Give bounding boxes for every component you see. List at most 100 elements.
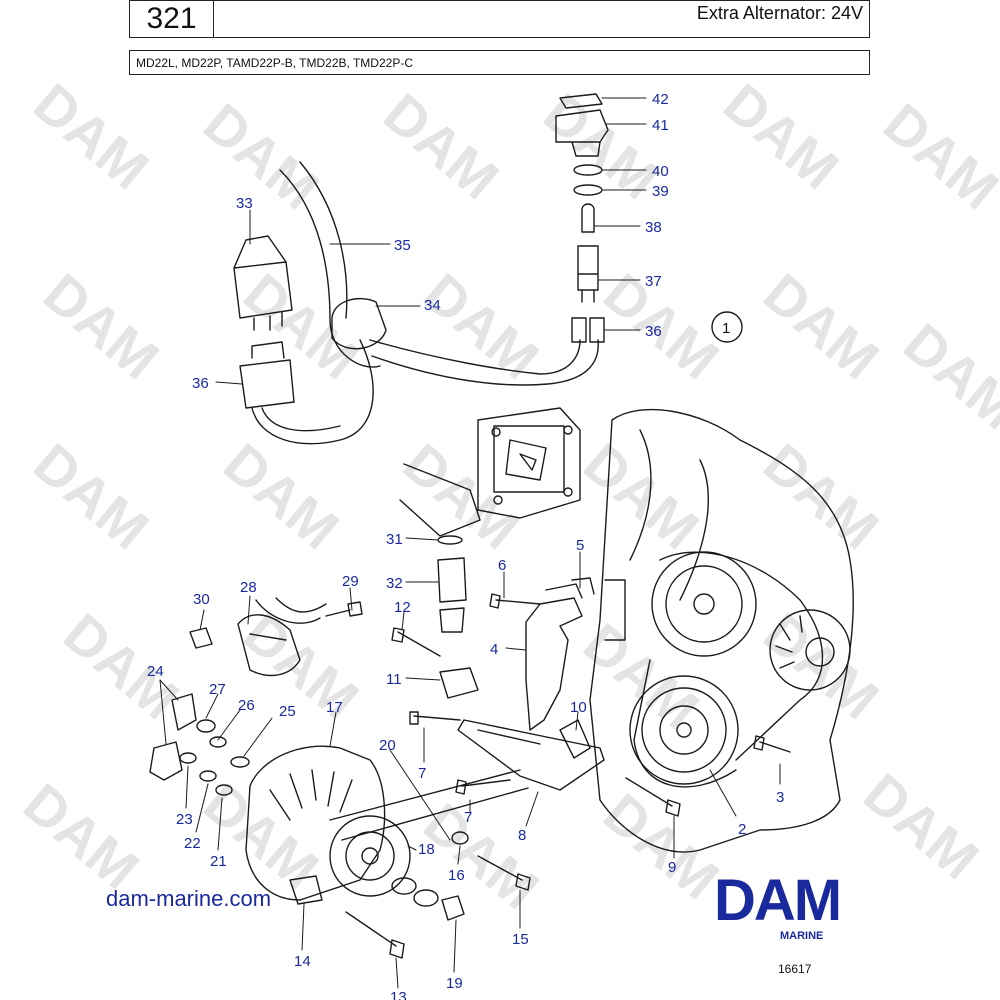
view-marker-label: 1 <box>722 320 730 337</box>
engine-models: MD22L, MD22P, TAMD22P-B, TMD22B, TMD22P-… <box>136 56 413 70</box>
callout-number: 31 <box>386 531 403 548</box>
callout-number: 25 <box>279 703 296 720</box>
nut-19 <box>441 895 465 921</box>
callout-number: 12 <box>394 599 411 616</box>
relay-harness <box>251 339 374 445</box>
callout-number: 40 <box>652 163 669 180</box>
hose-clamp <box>237 614 301 677</box>
lamp-socket <box>577 245 599 303</box>
upper-pulley <box>651 551 757 657</box>
washer-19b <box>413 889 439 907</box>
spacer-16 <box>451 831 469 845</box>
crank-pulley-bore <box>676 722 692 738</box>
callout-number: 26 <box>238 697 255 714</box>
drawing-number: 16617 <box>778 962 812 976</box>
callout-number: 18 <box>418 841 435 858</box>
callout-number: 7 <box>464 809 472 826</box>
leader-lines <box>159 97 781 989</box>
watermark: DAM <box>372 81 510 211</box>
upper-pulley-inner <box>665 565 743 643</box>
washer-23 <box>179 752 197 764</box>
watermark: DAM <box>872 91 1000 221</box>
callout-number: 8 <box>518 827 526 844</box>
belt-20 <box>329 769 529 841</box>
alternator-pulley-18-hub <box>361 847 379 865</box>
page-title: Extra Alternator: 24V <box>696 3 863 23</box>
crank-pulley-inner <box>641 687 727 773</box>
brand-subtitle: MARINE <box>780 930 824 942</box>
callout-number: 7 <box>418 765 426 782</box>
callout-number: 27 <box>209 681 226 698</box>
o-ring <box>437 535 463 545</box>
callout-number: 30 <box>193 591 210 608</box>
cable-clip <box>331 298 387 350</box>
hose <box>255 597 327 624</box>
watermark: DAM <box>22 431 160 561</box>
nut-30 <box>189 627 213 649</box>
callout-number: 21 <box>210 853 227 870</box>
watermark: DAM <box>212 431 350 561</box>
pump-bolt <box>493 495 503 505</box>
bracket-ear <box>545 577 595 599</box>
watermark: DAM <box>752 261 890 391</box>
callout-number: 5 <box>576 537 584 554</box>
bolt-12 <box>391 627 441 657</box>
alternator-pulley-18-inner <box>345 831 395 881</box>
callout-number: 11 <box>386 671 402 688</box>
callout-number: 3 <box>776 789 784 806</box>
callout-number: 37 <box>645 273 662 290</box>
site-link[interactable]: dam-marine.com <box>106 886 272 911</box>
indicator-holder <box>555 109 609 157</box>
bolt-7a <box>409 711 461 725</box>
main-harness <box>369 339 599 386</box>
washer-19a <box>391 877 417 895</box>
watermark: DAM <box>22 71 160 201</box>
line-art <box>149 93 854 989</box>
pump-bolt <box>563 425 573 435</box>
bolt-6 <box>489 593 541 609</box>
washer-27 <box>196 719 216 733</box>
callout-number: 24 <box>147 663 164 680</box>
callout-number: 38 <box>645 219 662 236</box>
bracket <box>525 597 583 731</box>
plug-left <box>571 317 587 343</box>
bolt-15 <box>477 855 531 891</box>
spacer <box>559 719 591 759</box>
callout-number: 14 <box>294 953 311 970</box>
callout-number: 36 <box>192 375 209 392</box>
adapter <box>437 557 467 633</box>
page-number: 321 <box>129 0 214 38</box>
pump-housing <box>477 407 581 519</box>
bolt-3 <box>753 735 791 753</box>
callout-number: 42 <box>652 91 669 108</box>
watermark: DAM <box>412 261 550 391</box>
callout-number: 33 <box>236 195 253 212</box>
dam-logo-text: DAM <box>714 868 840 933</box>
relay-pins <box>253 311 283 331</box>
callout-number: 34 <box>424 297 441 314</box>
callout-number: 39 <box>652 183 669 200</box>
watermark: DAM <box>572 431 710 561</box>
callout-number: 29 <box>342 573 359 590</box>
watermark: DAM <box>192 91 330 221</box>
watermark: DAM <box>232 261 370 391</box>
manifold <box>399 463 481 537</box>
tension-bar <box>457 719 605 791</box>
alternator-pulley-18 <box>329 815 411 897</box>
indicator-lens <box>559 93 603 109</box>
pump-bolt <box>563 487 573 497</box>
washer-26 <box>209 736 227 748</box>
watermark: DAM <box>52 601 190 731</box>
callout-number: 28 <box>240 579 257 596</box>
callout-number: 32 <box>386 575 403 592</box>
callout-number: 9 <box>668 859 676 876</box>
bulb <box>581 203 595 233</box>
callout-number: 13 <box>390 989 407 1000</box>
callout-number: 20 <box>379 737 396 754</box>
callout-number: 17 <box>326 699 343 716</box>
callout-number: 35 <box>394 237 411 254</box>
callout-number: 10 <box>570 699 587 716</box>
watermark: DAM <box>192 771 330 901</box>
watermark: DAM <box>12 771 150 901</box>
